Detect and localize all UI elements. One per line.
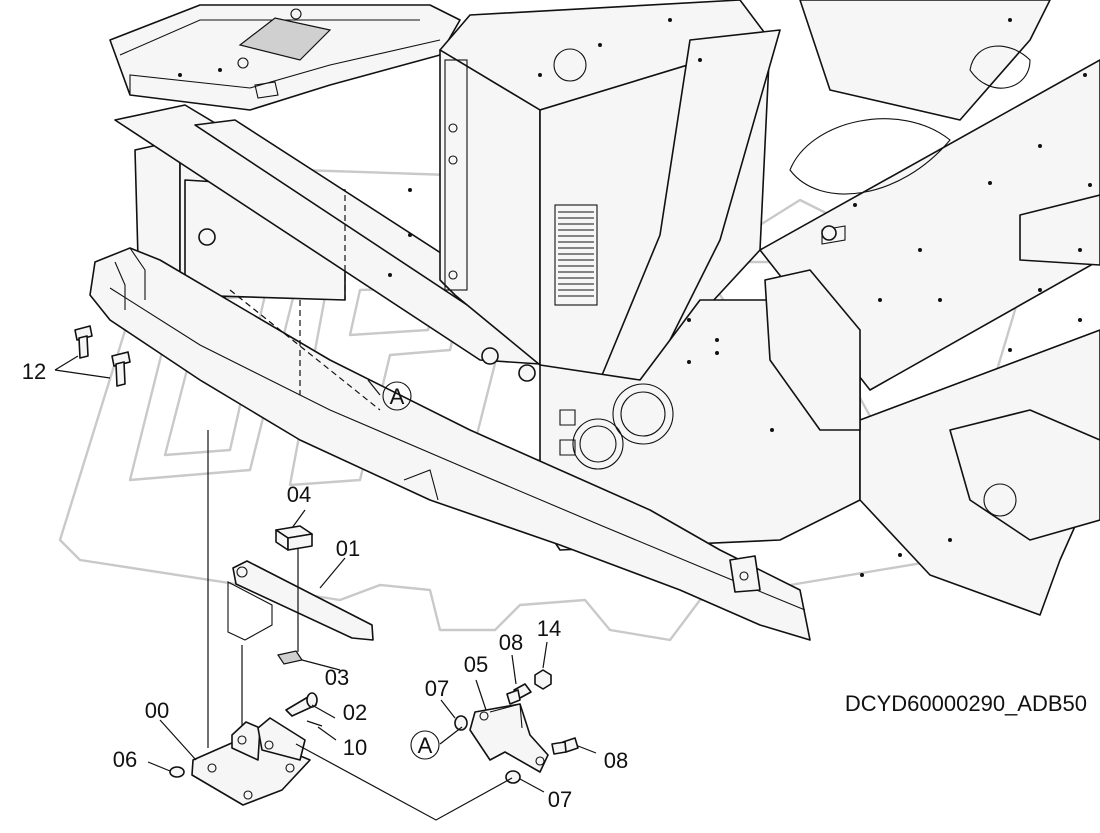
bumper-frame — [89, 195, 811, 641]
part-label-06: 06 — [113, 747, 137, 772]
part-labels: 00 01 02 03 04 05 06 07 07 08 08 10 12 1… — [22, 359, 628, 812]
part-label-03: 03 — [325, 665, 349, 690]
part-label-07-upper: 07 — [425, 676, 449, 701]
leader-lines — [54, 355, 597, 821]
part-label-01: 01 — [336, 536, 360, 561]
grille-vents — [554, 204, 598, 306]
washer-part — [169, 766, 185, 778]
drawing-code: DCYD60000290_ADB50 — [845, 691, 1087, 716]
part-label-00: 00 — [145, 698, 169, 723]
part-label-02: 02 — [343, 700, 367, 725]
nut-part — [534, 669, 552, 690]
latch-plate-part — [469, 703, 549, 773]
bolt-part — [111, 351, 131, 367]
upper-frame — [109, 0, 1100, 616]
part-label-10: 10 — [343, 735, 367, 760]
washer-part — [505, 770, 521, 784]
part-label-04: 04 — [287, 482, 311, 507]
part-label-05: 05 — [464, 652, 488, 677]
part-label-14: 14 — [537, 616, 561, 641]
callout-a-upper: A — [382, 381, 412, 411]
part-label-08-upper: 08 — [499, 630, 523, 655]
detail-parts — [74, 325, 579, 806]
part-label-07-lower: 07 — [548, 787, 572, 812]
lever-bar-part — [232, 560, 374, 641]
part-label-08-lower: 08 — [604, 748, 628, 773]
callout-a-label: A — [418, 733, 433, 758]
callout-a-lower: A — [410, 730, 440, 760]
callout-a-label: A — [390, 384, 405, 409]
washer-part — [454, 715, 468, 731]
part-label-12: 12 — [22, 359, 46, 384]
pad-part — [277, 650, 303, 665]
